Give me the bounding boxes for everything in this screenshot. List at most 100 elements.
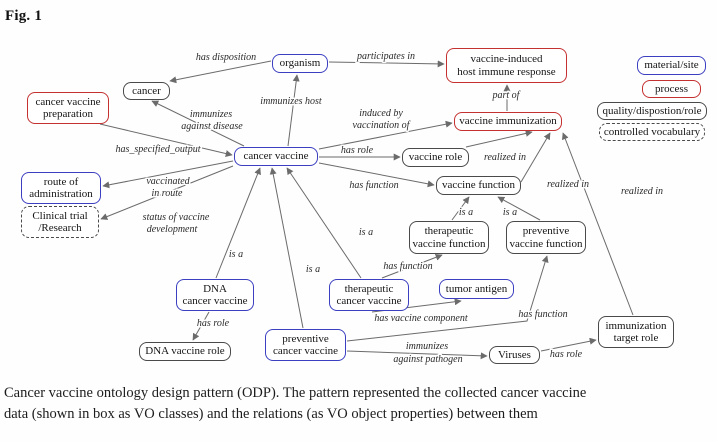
node-quality-dispostion-role: quality/dispostion/role [597, 102, 707, 120]
node-label: administration [29, 188, 93, 200]
node-label: vaccine function [509, 237, 583, 250]
edge-label-is-a-preventive-cancer-vaccine: is a [306, 264, 320, 275]
edge-has-function-preventive [346, 255, 549, 342]
node-label: process [655, 82, 688, 95]
edge-realized-in-vaccine-function [520, 132, 551, 183]
node-dna-vaccine-role: DNA vaccine role [139, 342, 231, 361]
edge-vaccinated-in-route [102, 160, 234, 189]
node-label: material/site [644, 59, 699, 72]
edge-is-a-therapeutic-vaccine-function [451, 196, 470, 221]
edge-label-has-role-dna: has role [197, 318, 230, 329]
edge-label-has-role-cancer-vaccine: has role [341, 145, 374, 156]
edge-realized-in-immunization-target-role [561, 132, 634, 316]
node-label: cancer vaccine [35, 95, 101, 108]
node-process: process [642, 80, 701, 98]
node-label: preventive [522, 225, 570, 237]
edge-label-realized-in-immunization-target-role: realized in [621, 186, 663, 197]
node-label: DNA [203, 282, 227, 295]
edge-is-a-therapeutic-cancer-vaccine [286, 167, 362, 279]
node-vaccine-role: vaccine role [402, 148, 469, 167]
edge-label-status-of-vaccine-development-2: development [147, 224, 198, 235]
edge-label-participates-in: participates in [356, 51, 415, 62]
node-cancer: cancer [123, 82, 170, 100]
edge-label-immunizes-against-disease-2: against disease [181, 121, 243, 132]
ontology-diagram: has disposition participates in part of imm… [21, 48, 707, 367]
edge-label-vaccinated-in-route-2: in route [151, 188, 183, 199]
edge-has-specified-output [99, 123, 233, 157]
edge-has-role-dna [192, 311, 210, 341]
edge-label-has-function-preventive: has function [518, 309, 567, 320]
node-vaccine-immunization: vaccine immunization [454, 112, 562, 131]
node-label: Clinical trial [32, 209, 88, 222]
node-material-site: material/site [637, 56, 706, 75]
node-label: tumor antigen [445, 282, 508, 295]
node-label: vaccine immunization [459, 115, 557, 128]
node-label: immunization [605, 319, 667, 332]
edge-label-vaccinated-in-route-1: vaccinated [146, 176, 190, 187]
edge-is-a-preventive-vaccine-function [497, 196, 541, 221]
node-label: cancer vaccine [182, 295, 248, 307]
edge-realized-in-vaccine-role [465, 129, 533, 148]
node-label: cancer vaccine [272, 345, 339, 357]
edge-label-induced-by-vaccination-of-2: vaccination of [353, 120, 411, 131]
edge-participates-in [328, 60, 445, 68]
edge-label-immunizes-against-pathogen-1: immunizes [406, 341, 448, 352]
edge-label-has-specified-output: has_specified_output [116, 144, 201, 155]
edge-has-role-viruses [540, 337, 597, 352]
node-label: therapeutic [344, 282, 394, 295]
edge-label-part-of: part of [492, 90, 521, 101]
edge-label-is-a-preventive-vaccine-function: is a [503, 207, 517, 218]
edge-label-has-function-therapeutic: has function [383, 261, 432, 272]
node-label: organism [279, 57, 321, 70]
node-label: DNA vaccine role [145, 345, 225, 358]
node-label: cancer [132, 84, 161, 97]
node-label: host immune response [457, 65, 556, 78]
edge-label-immunizes-host: immunizes host [260, 96, 322, 107]
edge-label-has-role-viruses: has role [550, 349, 583, 360]
edge-label-has-vaccine-component: has vaccine component [374, 313, 468, 324]
node-label: vaccine function [442, 179, 515, 192]
node-label: cancer vaccine [336, 295, 402, 307]
node-vaccine-function: vaccine function [436, 176, 521, 195]
node-label: vaccine role [408, 151, 463, 164]
node-cancer-vaccine: cancer vaccine [234, 147, 318, 166]
node-label: cancer vaccine [243, 150, 309, 163]
edge-immunizes-against-pathogen [346, 350, 488, 360]
edge-has-disposition [169, 60, 272, 84]
node-label: Viruses [498, 348, 531, 361]
edge-label-immunizes-against-disease-1: immunizes [190, 109, 232, 120]
edge-is-a-preventive-cancer-vaccine [269, 167, 304, 329]
edge-has-function-therapeutic [381, 253, 443, 279]
edge-label-is-a-dna-cancer-vaccine: is a [229, 249, 243, 260]
figure-caption: Cancer vaccine ontology design pattern (… [4, 383, 716, 425]
node-controlled-vocabulary: controlled vocabulary [599, 123, 705, 141]
node-label: vaccine-induced [470, 53, 543, 65]
edge-label-has-function-cancer-vaccine: has function [349, 180, 398, 191]
node-label: therapeutic [424, 225, 474, 237]
edge-label-immunizes-against-pathogen-2: against pathogen [393, 354, 462, 365]
edge-label-has-disposition: has disposition [196, 52, 256, 63]
edge-status-of-vaccine-development [100, 165, 234, 220]
node-label: route of [43, 175, 79, 188]
node-label: target role [613, 332, 659, 344]
node-label: preparation [42, 108, 94, 120]
edge-label-is-a-therapeutic-vaccine-function: is a [459, 207, 473, 218]
edge-is-a-dna-cancer-vaccine [215, 167, 261, 279]
node-label: preventive [282, 332, 329, 345]
caption-line: data (shown in box as VO classes) and th… [4, 406, 538, 422]
edge-induced-by-vaccination-of [318, 120, 453, 150]
node-label: controlled vocabulary [603, 125, 701, 138]
edge-immunizes-host [287, 74, 300, 147]
edge-label-status-of-vaccine-development-1: status of vaccine [143, 212, 210, 223]
node-organism: organism [272, 54, 328, 73]
node-label: vaccine function [412, 237, 486, 250]
node-label: quality/dispostion/role [602, 104, 702, 117]
node-label: /Research [38, 222, 82, 234]
